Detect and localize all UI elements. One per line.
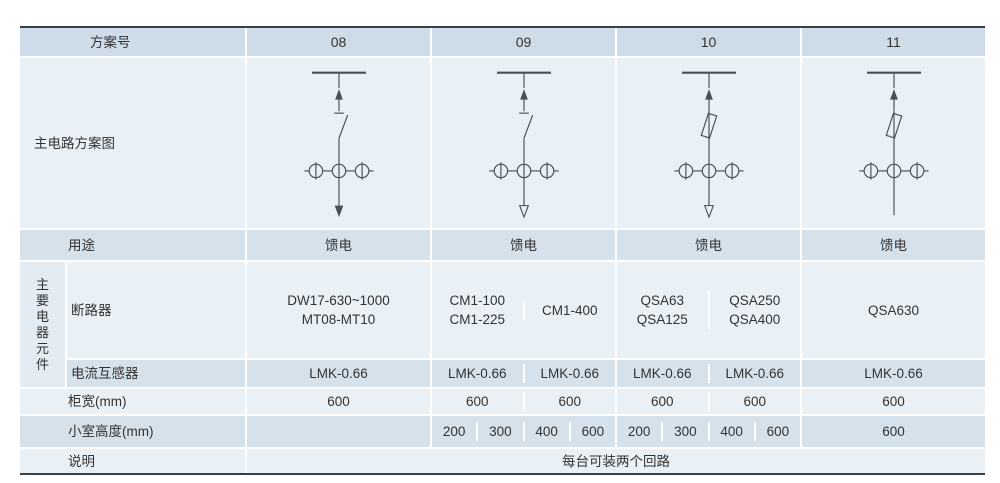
scheme-number-10: 10	[615, 28, 800, 56]
ct-subcell: LMK-0.66	[447, 366, 507, 381]
usage-value-11: 馈电	[800, 230, 985, 260]
note-label: 说明	[68, 453, 95, 469]
current-transformer-row: 电流互感器 LMK-0.66 LMK-0.66 LMK-0.66 LMK-0.6…	[65, 358, 985, 387]
usage-label: 用途	[68, 237, 95, 253]
breaker-line: QSA250	[729, 293, 781, 308]
breaker-line: QSA63	[640, 293, 685, 308]
breaker-value-08: DW17-630~1000 MT08-MT10	[245, 262, 430, 358]
breaker-line: QSA400	[729, 312, 781, 327]
height-value-08	[245, 416, 430, 447]
height-subcell: 300	[661, 422, 707, 441]
main-circuit-diagram-11	[800, 58, 985, 228]
width-subcell: 600	[522, 392, 616, 411]
usage-value-08: 馈电	[245, 230, 430, 260]
breaker-line: CM1-225	[449, 312, 506, 327]
breaker-row: 断路器 DW17-630~1000 MT08-MT10 CM1-100 CM1-…	[65, 262, 985, 358]
width-value-08: 600	[245, 389, 430, 414]
width-subcell: 600	[465, 394, 489, 409]
components-group-cell: 主要电器元件	[20, 262, 65, 387]
scheme-number-11: 11	[800, 28, 985, 56]
header-label: 方案号	[90, 34, 131, 50]
height-subcell: 300	[476, 422, 522, 441]
note-row: 说明 每台可装两个回路	[20, 447, 985, 473]
height-subcell: 600	[753, 422, 800, 441]
breaker-line: QSA125	[636, 312, 688, 327]
main-circuit-diagram-09	[430, 58, 615, 228]
height-subcell: 400	[522, 422, 569, 441]
ct-value-08: LMK-0.66	[245, 360, 430, 387]
ct-label: 电流互感器	[65, 360, 245, 387]
breaker-line: MT08-MT10	[301, 312, 376, 327]
breaker-subcell: CM1-100 CM1-225	[432, 291, 523, 329]
height-subcell: 200	[627, 424, 651, 439]
room-height-label: 小室高度(mm)	[68, 424, 154, 439]
breaker-value-09: CM1-100 CM1-225 CM1-400	[430, 262, 615, 358]
main-circuit-diagram-08	[245, 58, 430, 228]
ct-subcell: LMK-0.66	[707, 364, 801, 383]
room-height-row: 小室高度(mm) 200 300 400 600 200 300 400 600…	[20, 414, 985, 447]
height-subcell: 200	[442, 424, 466, 439]
width-subcell: 600	[650, 394, 674, 409]
cabinet-width-row: 柜宽(mm) 600 600 600 600 600 600	[20, 387, 985, 414]
usage-row: 用途 馈电 馈电 馈电 馈电	[20, 228, 985, 260]
height-value-10: 200 300 400 600	[615, 416, 800, 447]
components-group-label: 主要电器元件	[35, 276, 49, 372]
width-subcell: 600	[707, 392, 801, 411]
usage-value-10: 馈电	[615, 230, 800, 260]
breaker-subcell: CM1-400	[522, 300, 616, 320]
width-value-09: 600 600	[430, 389, 615, 414]
breaker-value-11: QSA630	[800, 262, 985, 358]
height-subcell: 600	[568, 422, 615, 441]
ct-subcell: LMK-0.66	[632, 366, 692, 381]
height-subcell: 400	[707, 422, 754, 441]
cabinet-width-label: 柜宽(mm)	[68, 394, 127, 409]
height-value-09: 200 300 400 600	[430, 416, 615, 447]
scheme-number-08: 08	[245, 28, 430, 56]
note-value: 每台可装两个回路	[245, 449, 985, 473]
diagram-row: 主电路方案图	[20, 56, 985, 228]
breaker-line: CM1-400	[541, 302, 598, 318]
breaker-label: 断路器	[65, 262, 245, 358]
breaker-subcell: QSA63 QSA125	[617, 291, 708, 329]
width-value-10: 600 600	[615, 389, 800, 414]
breaker-line: CM1-100	[449, 293, 506, 308]
main-components-block: 主要电器元件 断路器 DW17-630~1000 MT08-MT10 CM1-1…	[20, 260, 985, 387]
main-circuit-diagram-10	[615, 58, 800, 228]
diagram-row-label: 主电路方案图	[34, 135, 115, 151]
scheme-number-09: 09	[430, 28, 615, 56]
width-value-11: 600	[800, 389, 985, 414]
usage-value-09: 馈电	[430, 230, 615, 260]
ct-value-10: LMK-0.66 LMK-0.66	[615, 360, 800, 387]
breaker-subcell: QSA250 QSA400	[707, 291, 801, 329]
breaker-value-10: QSA63 QSA125 QSA250 QSA400	[615, 262, 800, 358]
height-value-11: 600	[800, 416, 985, 447]
ct-value-11: LMK-0.66	[800, 360, 985, 387]
breaker-line: DW17-630~1000	[287, 293, 390, 308]
scheme-spec-table: 方案号 08 09 10 11 主电路方案图 用途 馈电 馈电 馈电 馈电 主要…	[20, 26, 985, 475]
ct-subcell: LMK-0.66	[522, 364, 616, 383]
ct-value-09: LMK-0.66 LMK-0.66	[430, 360, 615, 387]
header-row: 方案号 08 09 10 11	[20, 28, 985, 56]
